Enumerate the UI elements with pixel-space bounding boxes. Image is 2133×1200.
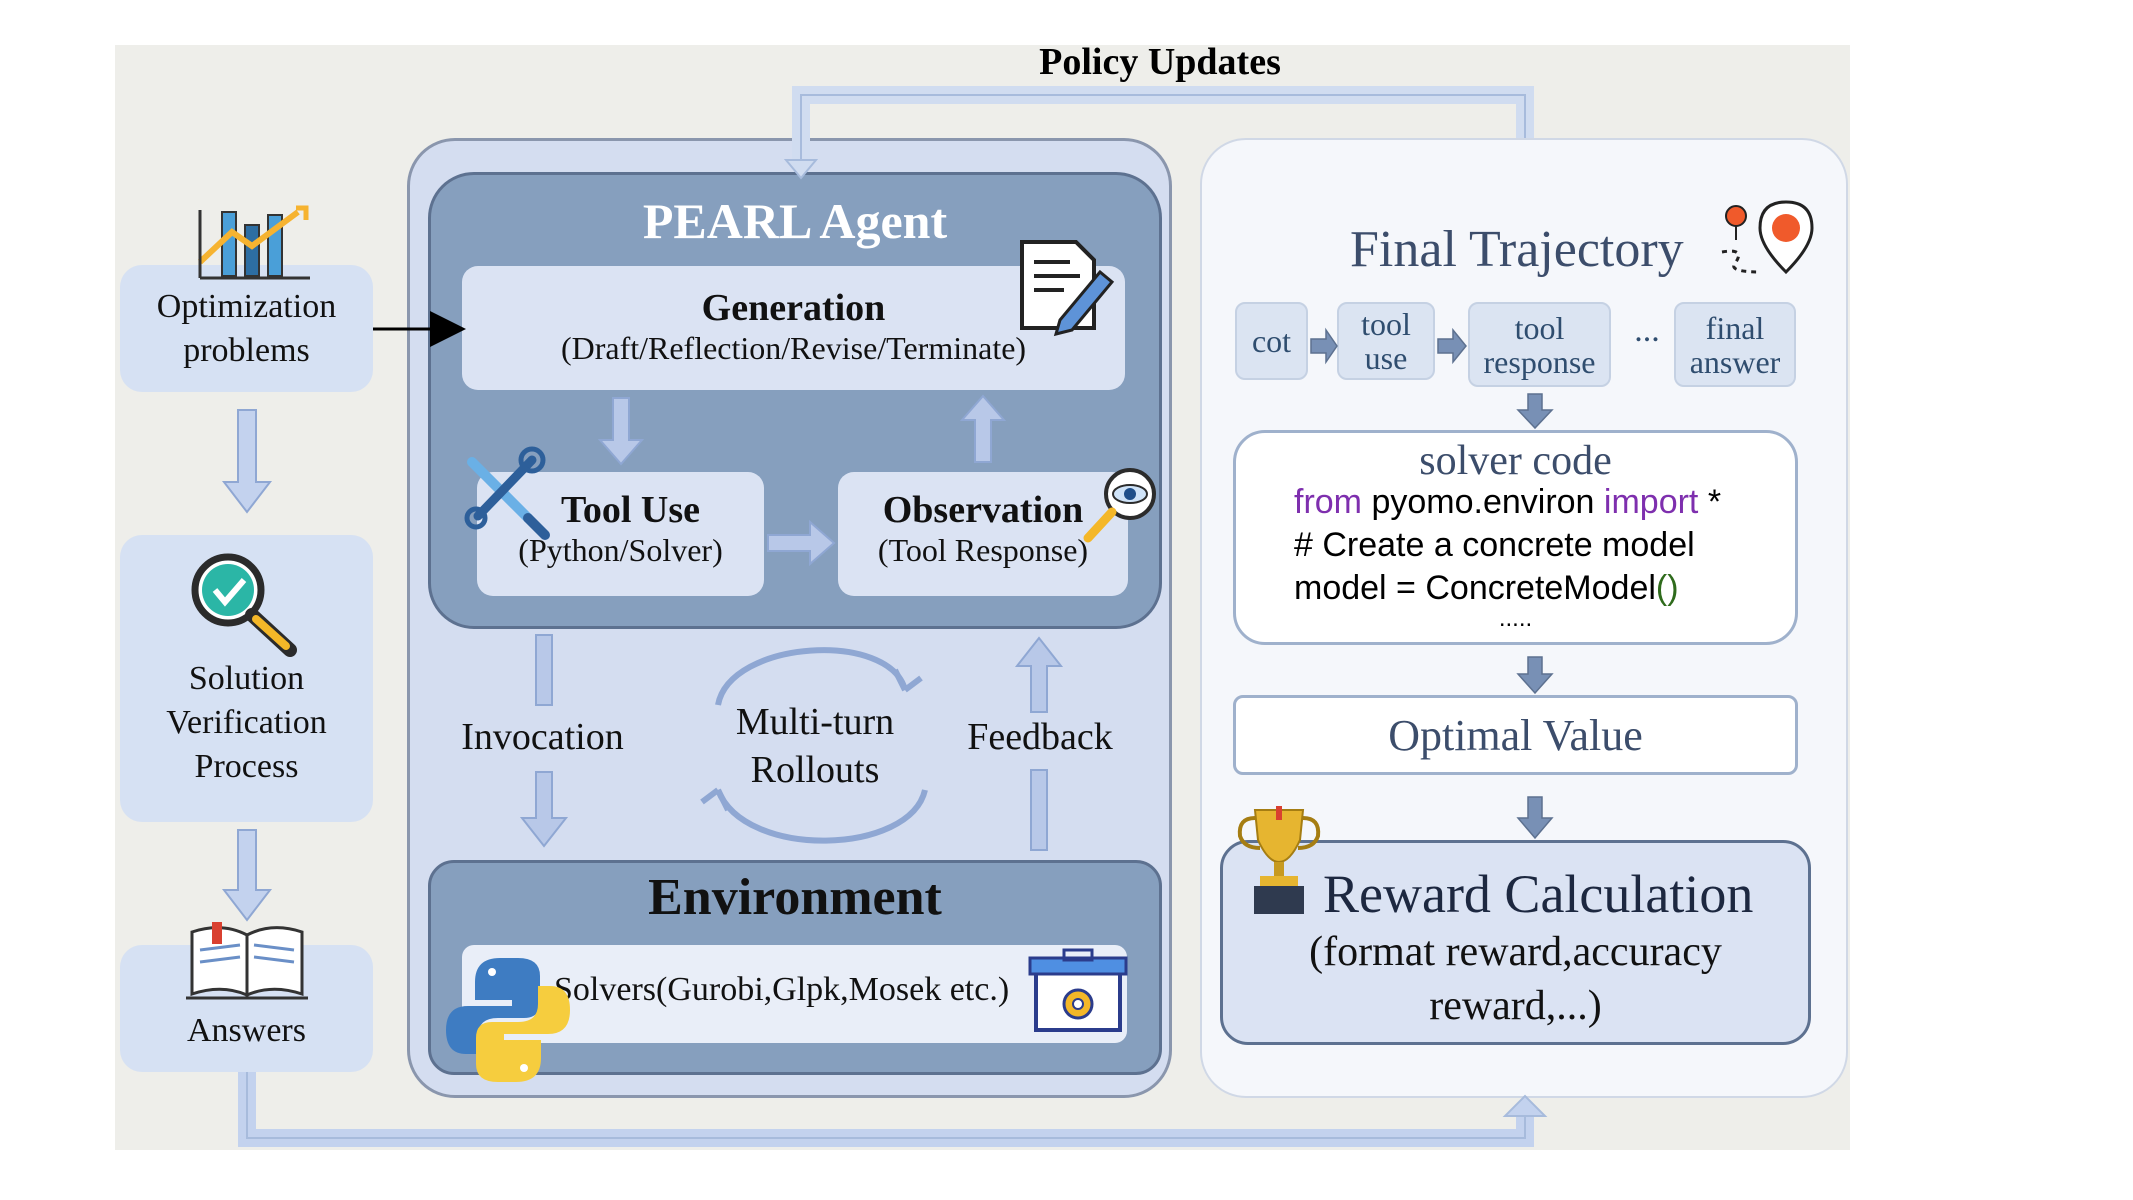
code-module: pyomo.environ: [1362, 483, 1604, 521]
code-star: *: [1698, 483, 1722, 521]
code-line-1: from pyomo.environ import *: [1294, 481, 1721, 524]
chip-tool-response: tool response: [1468, 302, 1611, 387]
reward-calculation-box: Reward Calculation (format reward,accura…: [1220, 840, 1811, 1045]
observation-subtitle: (Tool Response): [877, 532, 1089, 568]
tool-use-subtitle: (Python/Solver): [518, 532, 723, 568]
chip-cot: cot: [1235, 302, 1308, 380]
multiturn-label: Multi-turn Rollouts: [700, 698, 930, 794]
verification-label-2: Verification: [166, 704, 327, 741]
optimization-label-1: Optimization: [156, 288, 337, 325]
code-line-2: # Create a concrete model: [1294, 526, 1695, 564]
solver-code-title: solver code: [1419, 438, 1612, 484]
reward-title: Reward Calculation: [1323, 864, 1754, 924]
chip-tool-use: tool use: [1337, 302, 1435, 380]
code-dots: .....: [1498, 605, 1533, 632]
generation-box: Generation (Draft/Reflection/Revise/Term…: [462, 266, 1125, 390]
trophy-icon: [1237, 806, 1321, 914]
optimization-problems-box: Optimization problems: [120, 265, 373, 392]
agent-flow-arrows: [519, 394, 1064, 851]
toolbox-gear-icon: [1028, 948, 1128, 1032]
tools-icon: [464, 446, 550, 540]
tool-use-title: Tool Use: [560, 489, 700, 531]
left-down-arrows: [221, 409, 273, 922]
eye-magnifier-icon: [1083, 468, 1156, 543]
chip-tool-response-label-1: tool: [1514, 309, 1565, 346]
multiturn-label-1: Multi-turn: [735, 701, 895, 743]
open-book-icon: [186, 922, 308, 1000]
tool-use-box: Tool Use (Python/Solver): [477, 472, 764, 596]
answers-to-reward-loop: [238, 1072, 1534, 1147]
python-logo-icon: [446, 958, 570, 1082]
solvers-bar: Solvers(Gurobi,Glpk,Mosek etc.): [462, 945, 1127, 1043]
chip-final-answer: final answer: [1674, 302, 1796, 387]
generation-subtitle: (Draft/Reflection/Revise/Terminate): [560, 330, 1027, 366]
chip-cot-label: cot: [1251, 323, 1292, 359]
answers-label: Answers: [187, 1012, 306, 1049]
code-keyword-from: from: [1294, 483, 1362, 521]
solvers-label: Solvers(Gurobi,Glpk,Mosek etc.): [554, 971, 1010, 1008]
feedback-label: Feedback: [967, 716, 1113, 758]
chip-final-answer-label-1: final: [1705, 309, 1765, 346]
final-trajectory-title: Final Trajectory: [1350, 221, 1684, 278]
growth-chart-icon: [197, 205, 310, 280]
trajectory-arrows: [1310, 327, 1554, 840]
policy-updates-label: Policy Updates: [1039, 41, 1281, 83]
verification-check-icon: [191, 553, 297, 657]
chip-tool-use-label-1: tool: [1361, 306, 1411, 342]
multiturn-cycle-icon: [700, 647, 928, 844]
observation-title: Observation: [882, 489, 1084, 531]
chip-tool-response-label-2: response: [1483, 343, 1596, 380]
chip-final-answer-label-2: answer: [1689, 343, 1781, 380]
multiturn-label-2: Rollouts: [750, 749, 880, 791]
chip-tool-use-label-2: use: [1364, 340, 1408, 376]
reward-subtitle: (format reward,accuracy reward,...): [1223, 925, 1808, 1033]
policy-update-loop: [792, 86, 1534, 168]
verification-label-3: Process: [194, 748, 299, 785]
environment-title: Environment: [648, 869, 942, 926]
code-parens: (): [1655, 569, 1679, 607]
answers-to-reward-arrowhead: [1502, 1094, 1548, 1117]
optimization-label-2: problems: [183, 332, 310, 369]
location-pins-icon: [1721, 200, 1814, 275]
reward-subtitle-1: (format reward,accuracy: [1309, 929, 1722, 975]
reward-subtitle-2: reward,...): [1429, 983, 1602, 1029]
observation-box: Observation (Tool Response): [838, 472, 1128, 596]
code-assignment: model = ConcreteModel: [1294, 569, 1656, 607]
policy-update-arrowhead: [783, 159, 819, 180]
chip-ellipsis: ...: [1634, 312, 1660, 349]
solver-code-snippet: from pyomo.environ import * # Create a c…: [1294, 481, 1721, 610]
code-line-3: model = ConcreteModel(): [1294, 567, 1721, 610]
code-keyword-import: import: [1603, 483, 1699, 521]
solver-code-box: solver code from pyomo.environ import * …: [1233, 430, 1798, 645]
optimal-value-label: Optimal Value: [1388, 710, 1643, 760]
generation-title: Generation: [701, 287, 886, 329]
verification-label-1: Solution: [188, 660, 305, 697]
document-edit-icon: [1020, 240, 1115, 337]
optimal-value-box: Optimal Value: [1233, 695, 1798, 775]
pearl-agent-title: PEARL Agent: [642, 193, 948, 249]
invocation-label: Invocation: [461, 716, 624, 758]
